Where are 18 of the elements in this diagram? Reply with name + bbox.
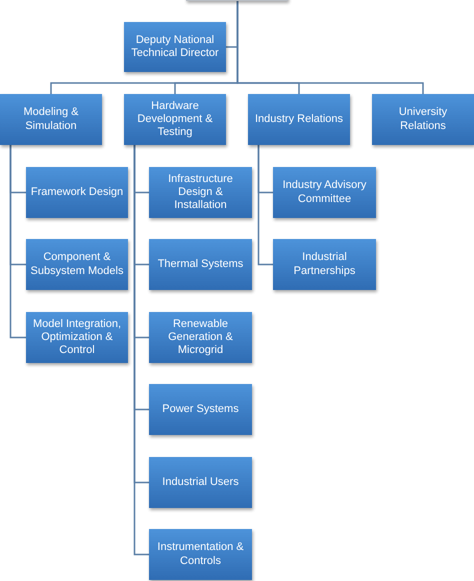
connector-line: [236, 1, 424, 94]
org-box: Framework Design: [26, 167, 128, 218]
org-box: Industrial Partnerships: [273, 239, 376, 290]
org-box: Power Systems: [149, 384, 252, 435]
connector-line: [258, 145, 273, 266]
org-box: Renewable Generation & Microgrid: [149, 312, 252, 363]
org-box: Thermal Systems: [149, 239, 252, 290]
org-box: Modeling & Simulation: [0, 94, 102, 145]
org-box: University Relations: [372, 94, 474, 145]
org-box: Model Integration, Optimization & Control: [26, 312, 128, 363]
org-box: Industrial Users: [149, 457, 252, 508]
org-box: Infrastructure Design & Installation: [149, 167, 252, 218]
org-box: Component & Subsystem Models: [26, 239, 128, 290]
org-box: Industry Advisory Committee: [273, 167, 376, 218]
org-box: Industry Relations: [248, 94, 350, 145]
org-box: Deputy National Technical Director: [124, 22, 226, 72]
org-box: Hardware Development & Testing: [124, 94, 226, 145]
org-box: Instrumentation & Controls: [149, 529, 252, 580]
